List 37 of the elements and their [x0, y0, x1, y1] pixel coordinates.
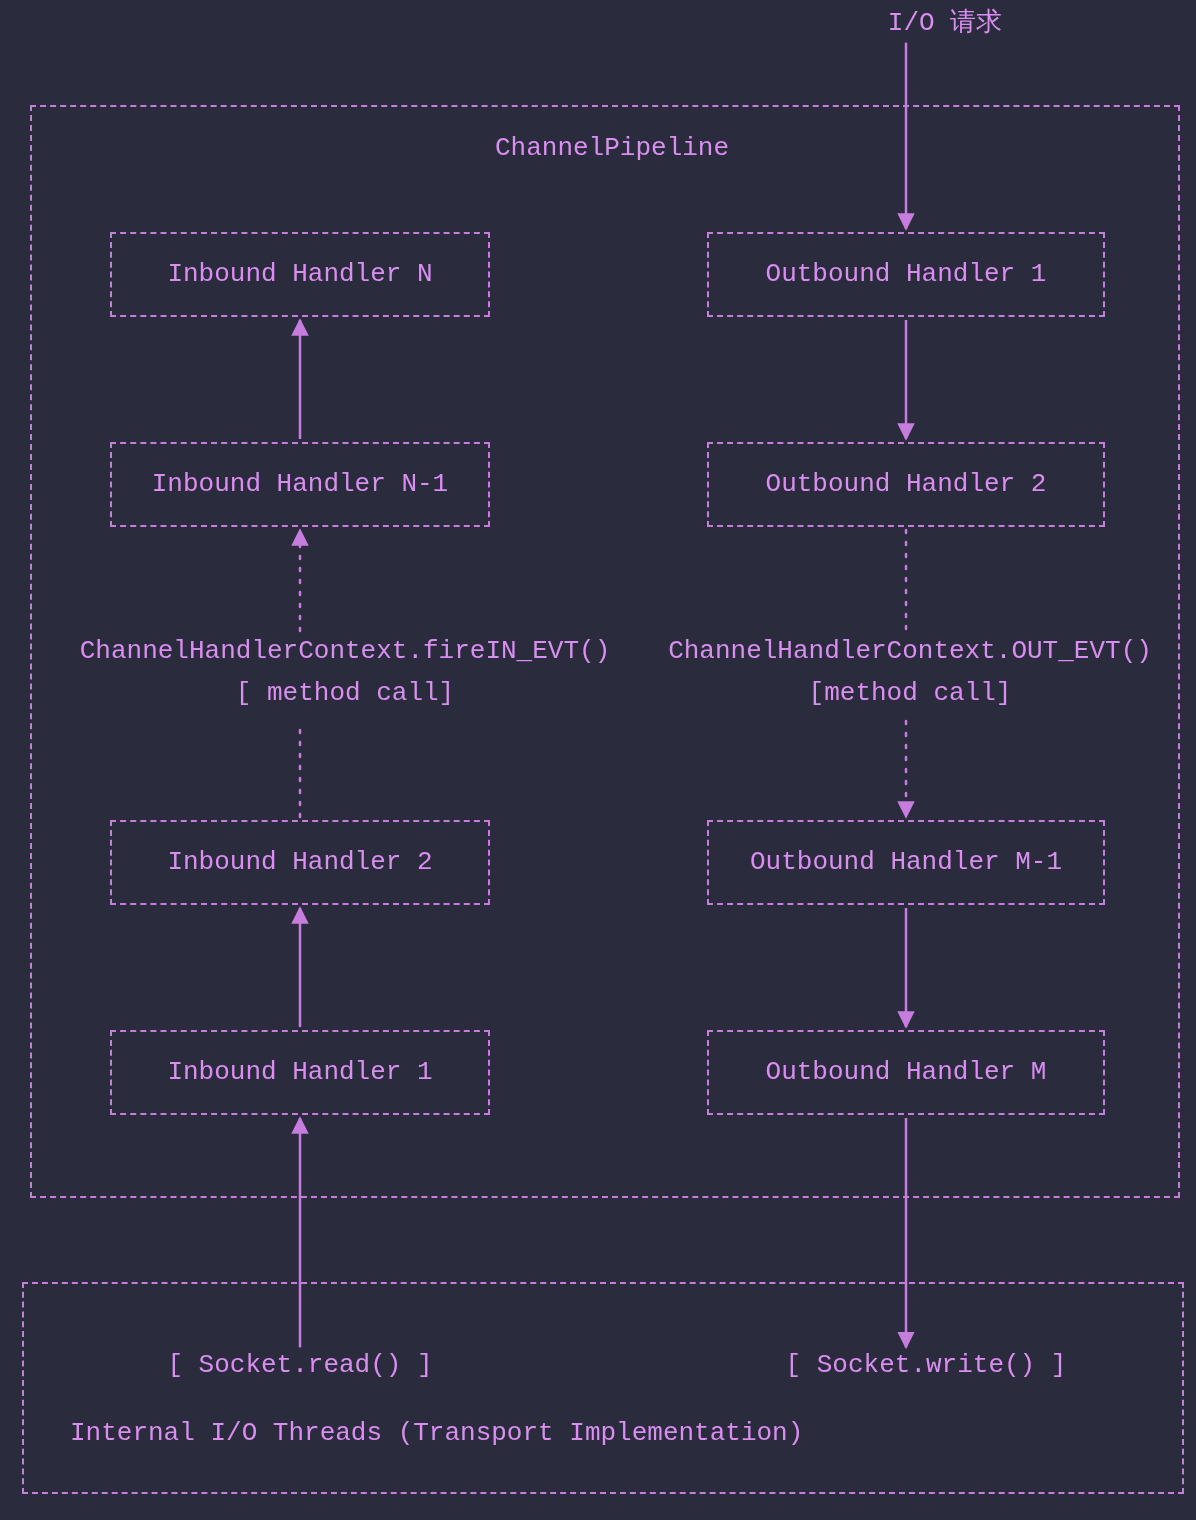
pipeline-box: [30, 105, 1180, 1198]
handler-label: Outbound Handler 2: [765, 468, 1047, 501]
pipeline-title: ChannelPipeline: [495, 133, 730, 165]
handler-box: [707, 1030, 1105, 1115]
handler-label: Outbound Handler 1: [765, 258, 1047, 291]
dotted-arrow: [897, 719, 915, 819]
io-threads-box: [22, 1282, 1184, 1494]
handler-label: Inbound Handler 1: [167, 1056, 433, 1089]
handler-box: [707, 232, 1105, 317]
io-threads-label: Internal I/O Threads (Transport Implementation): [70, 1418, 804, 1450]
handler-box: [110, 232, 490, 317]
handler-label: Inbound Handler 2: [167, 846, 433, 879]
handler-label: Outbound Handler M-1: [749, 846, 1063, 879]
arrow: [897, 320, 915, 441]
socket-write-label: [ Socket.write() ]: [785, 1350, 1067, 1382]
handler-label: Inbound Handler N: [167, 258, 433, 291]
method-call-label: [ method call]: [235, 678, 455, 710]
handler-box: [707, 442, 1105, 527]
arrow: [291, 1116, 309, 1348]
handler-box: [707, 820, 1105, 905]
arrow: [897, 908, 915, 1029]
arrow: [897, 42, 915, 231]
dotted-line: [904, 528, 908, 633]
method-call-label: ChannelHandlerContext.OUT_EVT(): [668, 636, 1152, 668]
request-label: I/O 请求: [887, 8, 1003, 40]
dotted-arrow: [291, 528, 309, 633]
handler-label: Inbound Handler N-1: [151, 468, 449, 501]
arrow: [291, 318, 309, 439]
socket-read-label: [ Socket.read() ]: [167, 1350, 433, 1382]
handler-box: [110, 442, 490, 527]
arrow: [897, 1118, 915, 1350]
method-call-label: ChannelHandlerContext.fireIN_EVT(): [79, 636, 611, 668]
arrow: [291, 906, 309, 1027]
handler-label: Outbound Handler M: [765, 1056, 1047, 1089]
handler-box: [110, 820, 490, 905]
method-call-label: [method call]: [808, 678, 1012, 710]
handler-box: [110, 1030, 490, 1115]
